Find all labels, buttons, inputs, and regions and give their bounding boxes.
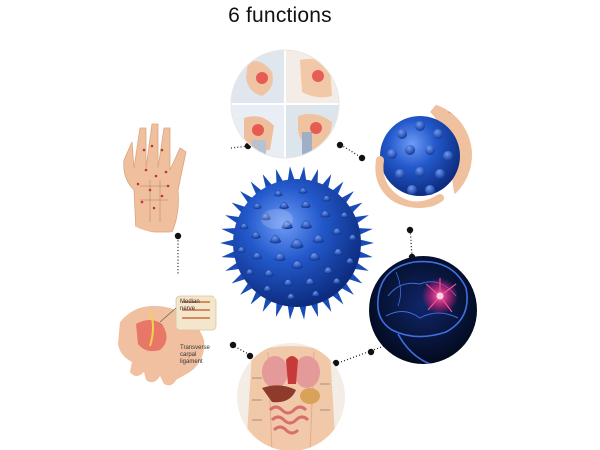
carpal-tunnel-icon [110, 274, 226, 390]
ball-nub [252, 252, 262, 260]
ball-nub [237, 246, 246, 253]
ball-nub [312, 234, 325, 243]
ball-nub [274, 252, 286, 262]
ball-nub [253, 202, 262, 210]
ball-nub [263, 285, 272, 292]
ball-nub [311, 290, 320, 297]
hand-acupoint-icon [104, 117, 220, 233]
ball-nub [300, 220, 313, 229]
median-nerve-label: Median nerve [180, 299, 200, 312]
ball-spike [220, 238, 238, 248]
ball-nub [298, 187, 308, 194]
ball-nub [245, 268, 254, 276]
ball-nub [283, 279, 293, 287]
ball-nub [304, 278, 315, 286]
ball-nub [340, 211, 349, 219]
ball-nub [345, 257, 355, 265]
ball-nub [274, 190, 283, 197]
ball-nub [291, 260, 304, 269]
ball-nub [320, 210, 331, 218]
ball-nub [290, 238, 304, 249]
ball-nub [323, 266, 333, 274]
ball-nub [263, 269, 274, 277]
joint-pain-icon [230, 49, 340, 159]
ball-nub [348, 234, 357, 241]
ball-nub [239, 223, 249, 230]
transverse-ligament-label: Transverse carpal ligament [180, 345, 210, 365]
internal-organs-icon [237, 343, 345, 450]
brain-nerve-icon [369, 256, 477, 364]
ball-nub [251, 231, 261, 239]
ball-nub [301, 201, 311, 209]
ball-nub [322, 195, 331, 202]
spiky-massage-ball [220, 166, 374, 320]
ball-nub [333, 248, 343, 256]
page-title: 6 functions [228, 4, 332, 27]
ball-nub [332, 277, 341, 285]
ball-nub [279, 202, 290, 210]
ball-nub [269, 235, 282, 244]
hand-grip-icon [366, 102, 472, 208]
ball-nub [332, 227, 342, 235]
ball-nub [261, 213, 271, 221]
ball-nub [308, 252, 321, 261]
ball-spike [356, 238, 374, 248]
ball-nub [286, 293, 296, 300]
ball-nub [281, 220, 293, 230]
ball-highlight [261, 209, 293, 229]
